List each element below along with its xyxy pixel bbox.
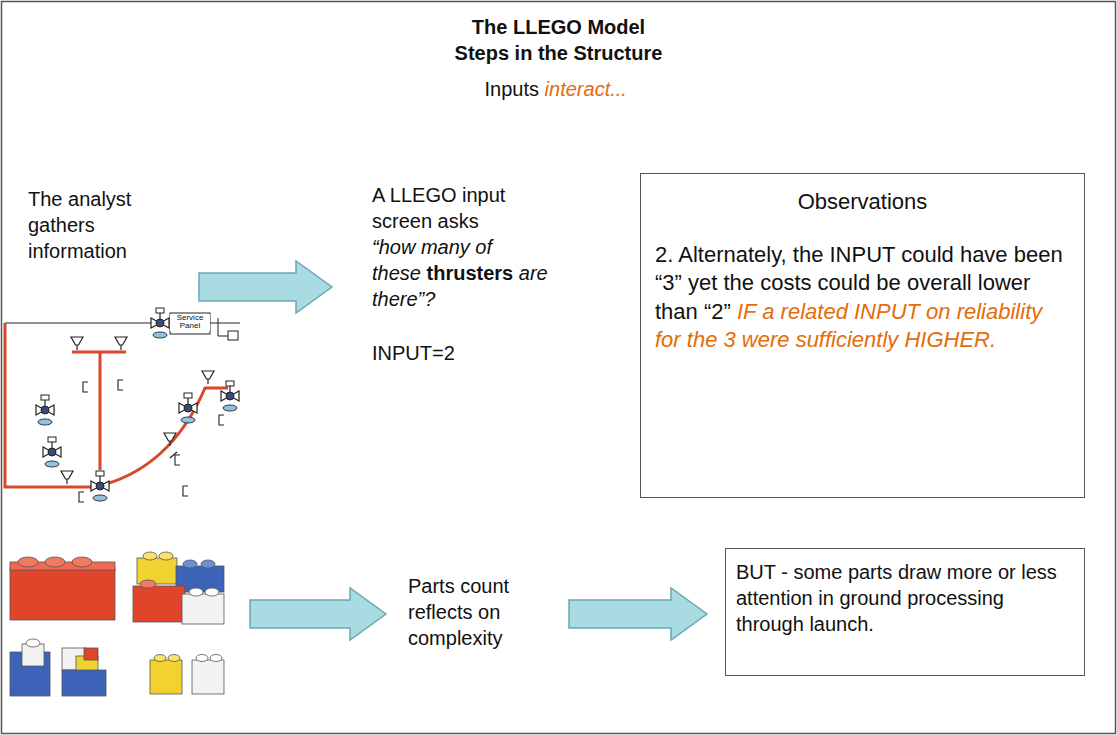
step-text: Parts count reflects on complexity bbox=[408, 573, 543, 653]
observations-box: Observations2. Alternately, the INPUT co… bbox=[640, 173, 1085, 498]
step-text: The analyst gathers information bbox=[28, 186, 193, 311]
title: The LLEGO Model bbox=[0, 16, 1117, 39]
box-text: thrusters bbox=[427, 262, 514, 284]
subtitle-row: Inputs interact... bbox=[0, 78, 1117, 101]
note-box: BUT - some parts draw more or less atten… bbox=[725, 548, 1085, 676]
block-arrow bbox=[569, 588, 707, 640]
subtitle-emphasis: interact... bbox=[545, 78, 627, 100]
block-arrow bbox=[199, 261, 332, 313]
box-text: BUT - some parts draw more or less atten… bbox=[736, 559, 1074, 637]
part-label: Service Panel bbox=[170, 314, 210, 331]
box-text: The analyst gathers information bbox=[28, 186, 193, 264]
subtitle-text: Inputs bbox=[485, 78, 539, 100]
subtitle: Steps in the Structure bbox=[0, 42, 1117, 65]
step-text: A LLEGO input screen asks“how many of th… bbox=[372, 182, 540, 366]
box-text: Parts count reflects on complexity bbox=[408, 573, 543, 651]
box-heading: Observations bbox=[655, 188, 1070, 217]
box-text: INPUT=2 bbox=[372, 340, 540, 366]
thruster-schematic bbox=[5, 308, 240, 502]
lego-bricks bbox=[10, 552, 224, 696]
block-arrow bbox=[250, 588, 386, 640]
box-text: A LLEGO input screen asks bbox=[372, 182, 540, 234]
